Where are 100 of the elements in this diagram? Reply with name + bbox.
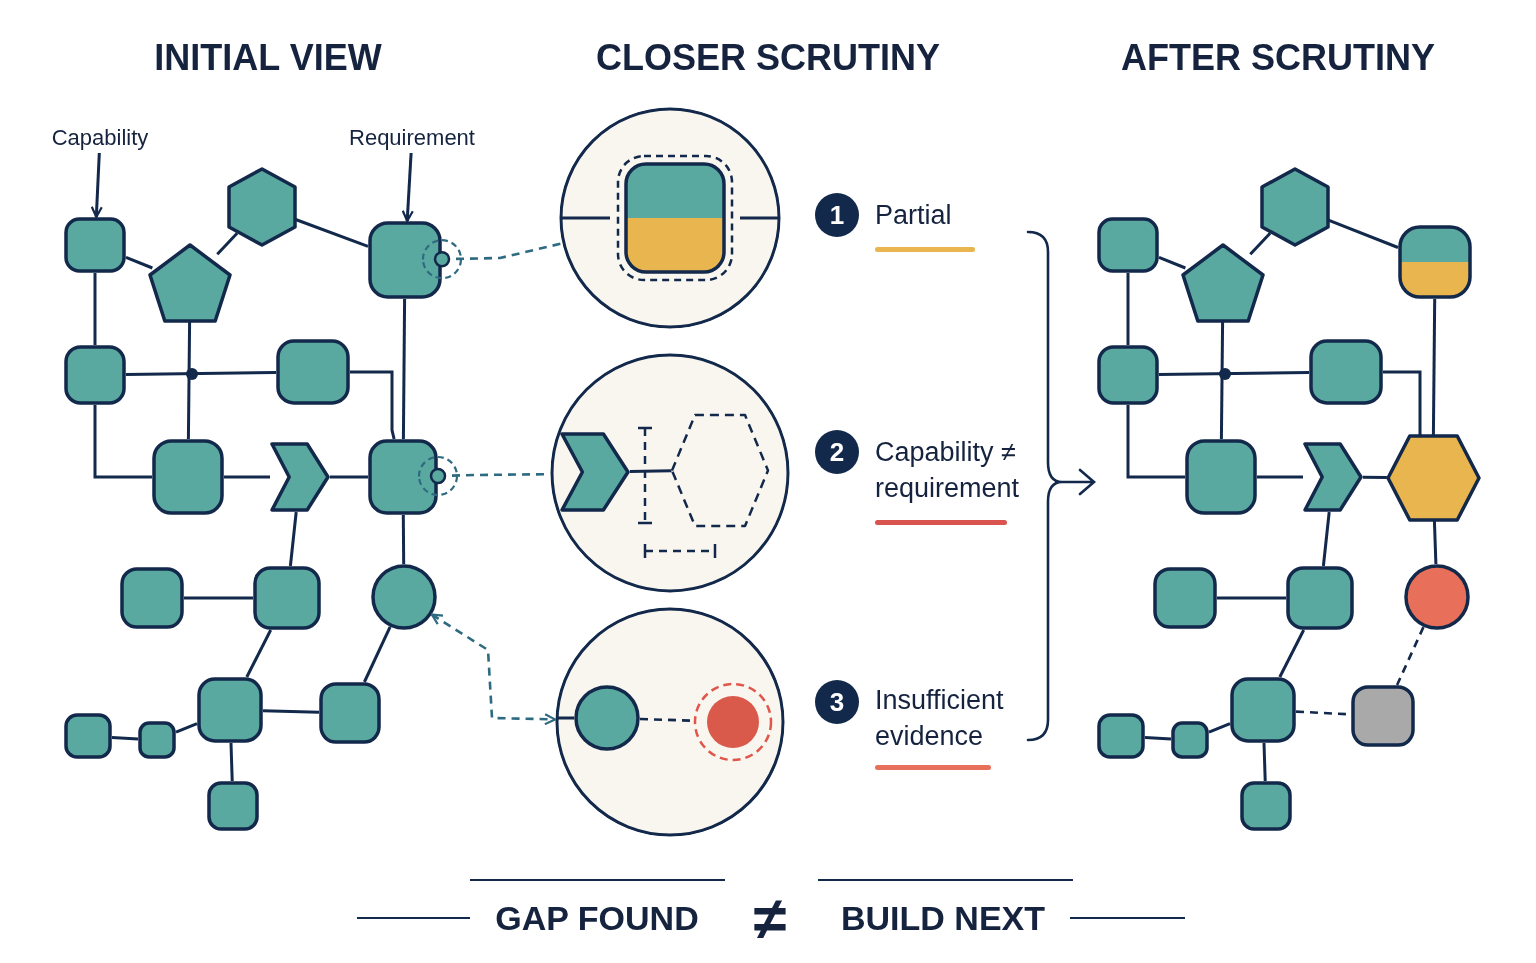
connector-line: [1395, 626, 1425, 686]
number-badge: 2: [815, 430, 859, 474]
item-label: Partial: [875, 199, 953, 232]
connector-line: [1363, 475, 1387, 479]
rounded-square: [253, 566, 321, 630]
connector-line: [293, 217, 369, 248]
connector-line: [363, 626, 392, 683]
pentagon: [1181, 243, 1265, 323]
connector-line: [1126, 273, 1130, 345]
rounded-square: [368, 221, 442, 299]
dashed-hexagon: [670, 412, 770, 528]
connector-line: [1158, 371, 1310, 377]
magnifier-circle: [550, 353, 790, 593]
magnifier-circle: [559, 107, 781, 329]
rounded-square: [1240, 781, 1292, 831]
connector-line: [184, 596, 253, 600]
rounded-square: [368, 439, 438, 515]
rounded-square: [1171, 721, 1209, 759]
connector-line: [93, 273, 97, 345]
connector-line: [1432, 520, 1438, 565]
connector-line: [93, 405, 152, 479]
connector-line: [401, 299, 407, 439]
connector-line: [1144, 735, 1172, 741]
pentagon: [148, 243, 232, 323]
connector-line: [1326, 218, 1399, 249]
connector-line: [1383, 370, 1423, 438]
connector-line: [1219, 321, 1225, 439]
split-square: [1398, 225, 1472, 299]
connector-line: [125, 371, 277, 377]
rounded-square: [1230, 677, 1296, 743]
rounded-square: [1097, 217, 1159, 273]
rounded-square: [152, 439, 224, 515]
arrow: [430, 613, 557, 726]
chevron-shape: [1303, 442, 1363, 512]
rounded-square: [197, 677, 263, 743]
connector-line: [186, 321, 192, 439]
connector-line: [1158, 256, 1186, 270]
connector-line: [1208, 722, 1231, 734]
heading: AFTER SCRUTINY: [1121, 37, 1435, 79]
number-badge: 3: [815, 680, 859, 724]
callout-label: Requirement: [347, 123, 477, 153]
rounded-square: [1309, 339, 1383, 405]
hexagon: [1385, 434, 1481, 522]
rounded-square: [64, 713, 112, 759]
connector-line: [1249, 232, 1272, 256]
circle-node: [574, 685, 640, 751]
rounded-square: [1351, 685, 1415, 747]
connector-line: [1126, 405, 1185, 479]
rounded-square: [1097, 345, 1159, 405]
leader-line: [421, 238, 563, 280]
connector-line: [1262, 742, 1267, 782]
rounded-square: [276, 339, 350, 405]
item-label: Capability ≠ requirement: [875, 436, 1021, 505]
not-equal-sign: ≠: [753, 883, 787, 953]
rounded-square: [1153, 567, 1217, 629]
hexagon: [1260, 167, 1330, 247]
rounded-square: [64, 217, 126, 273]
circle-node: [371, 564, 437, 630]
connector-line: [175, 722, 198, 734]
heading: INITIAL VIEW: [154, 37, 382, 79]
connector-line: [1431, 299, 1437, 436]
connector-line: [245, 629, 273, 678]
connector-line: [216, 232, 239, 256]
rounded-square: [1185, 439, 1257, 515]
chevron-shape: [560, 432, 630, 512]
arrow: [90, 152, 103, 219]
connector-line: [125, 256, 153, 270]
hexagon: [227, 167, 297, 247]
connector-line: [1321, 511, 1331, 567]
connector-line: [288, 511, 298, 567]
rounded-square: [64, 345, 126, 405]
rounded-square: [1097, 713, 1145, 759]
arrow: [401, 152, 414, 223]
circle-node: [1404, 564, 1470, 630]
chevron-shape: [270, 442, 330, 512]
connector-line: [262, 709, 320, 714]
split-square: [616, 154, 734, 282]
rounded-square: [120, 567, 184, 629]
number-badge: 1: [815, 193, 859, 237]
callout-label: Capability: [45, 123, 155, 153]
connector-line: [224, 475, 270, 479]
connector-line: [350, 370, 396, 440]
connector-line: [401, 515, 406, 564]
connector-line: [229, 742, 234, 782]
rounded-square: [1286, 566, 1354, 630]
connector-line: [1257, 475, 1303, 479]
connector-line: [629, 469, 672, 473]
rounded-square: [207, 781, 259, 831]
connector-line: [1278, 629, 1306, 678]
connector-line: [330, 475, 368, 479]
rounded-square: [138, 721, 176, 759]
connector-line: [111, 735, 139, 741]
heading: BUILD NEXT: [841, 898, 1045, 938]
heading: CLOSER SCRUTINY: [596, 37, 940, 79]
target-circle: [693, 682, 773, 762]
item-label: Insufficient evidence: [875, 684, 1005, 753]
rounded-square: [319, 682, 381, 744]
connector-line: [1217, 596, 1286, 600]
heading: GAP FOUND: [495, 898, 699, 938]
magnifier-circle: [555, 607, 785, 837]
